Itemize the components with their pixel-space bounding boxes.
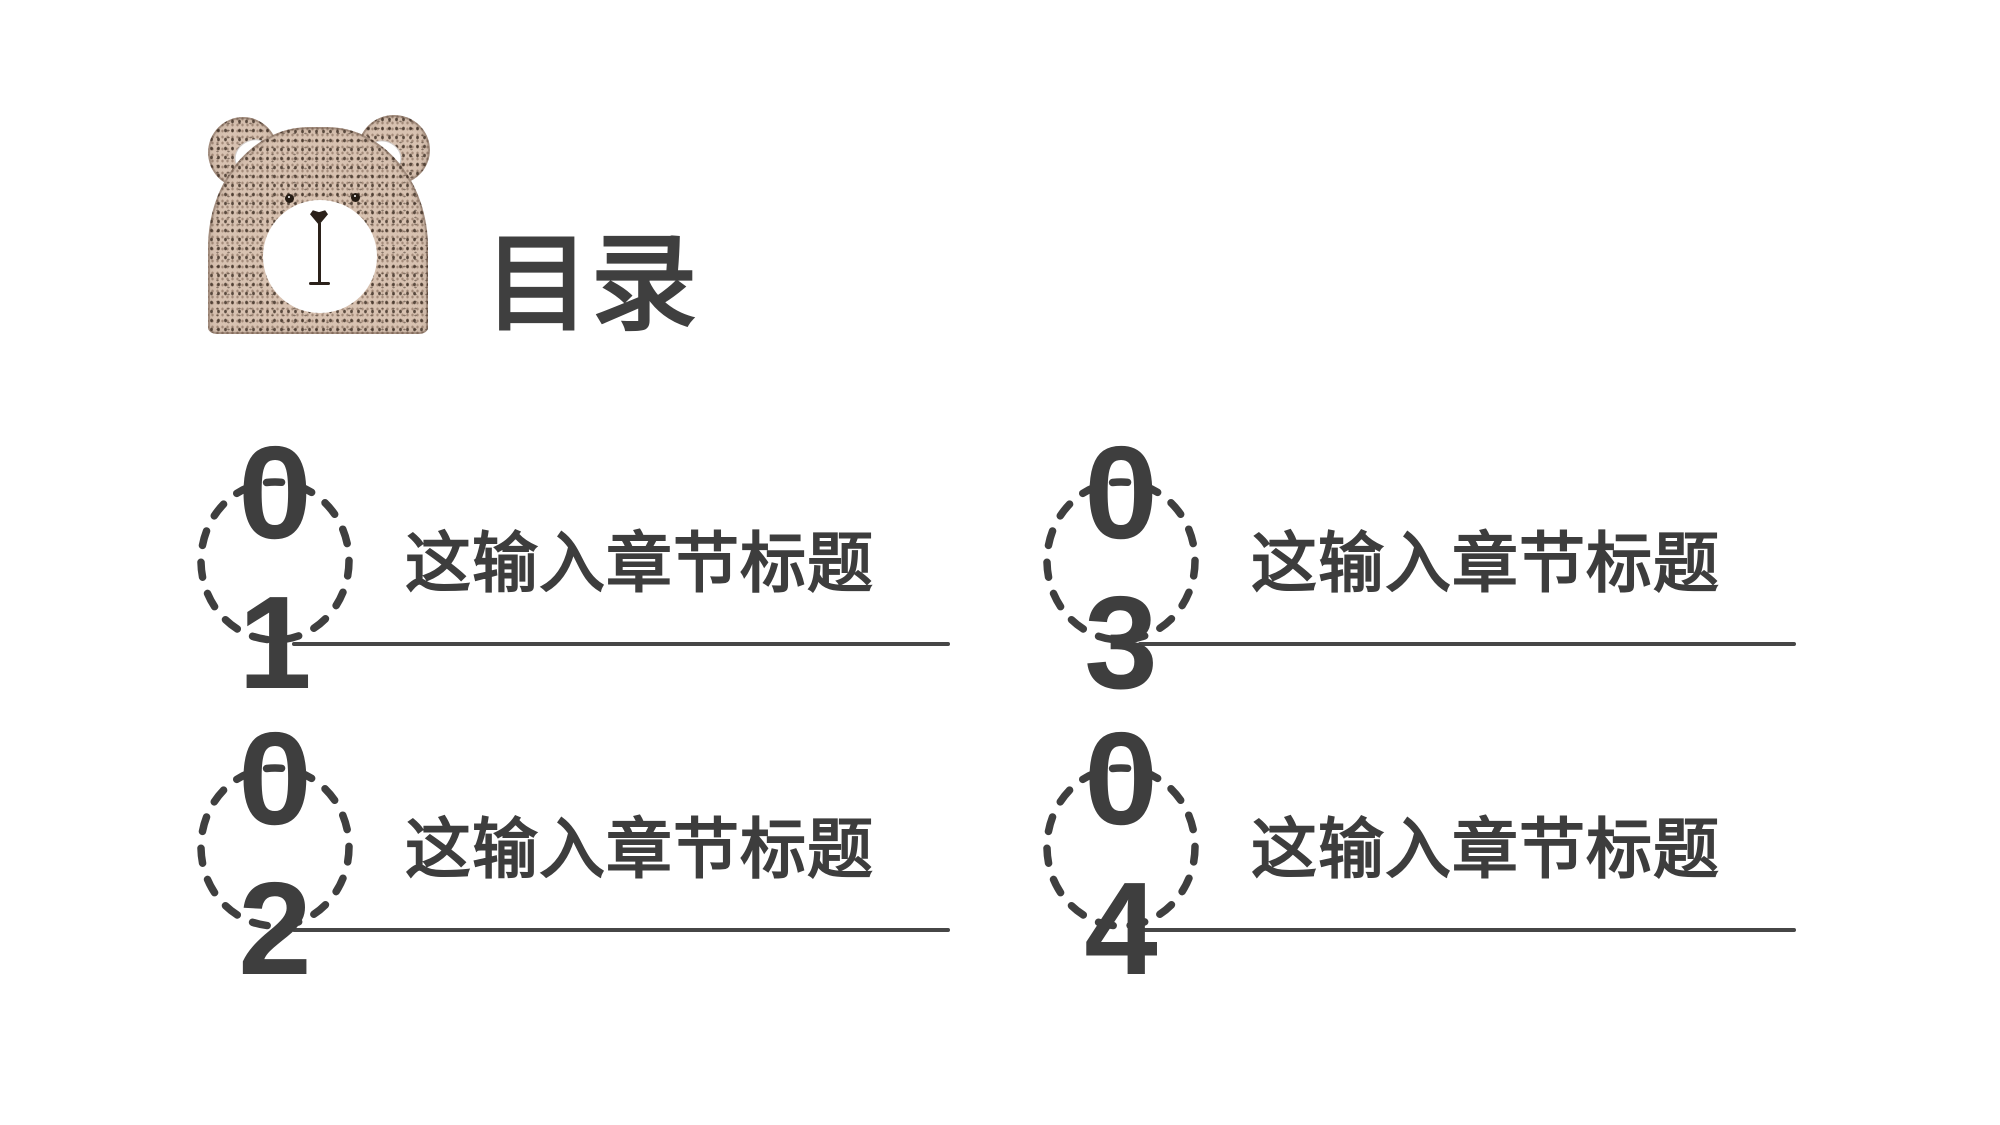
toc-item-number-bottom: 3 [1084,569,1158,716]
toc-item-underline [1138,928,1796,932]
toc-item-number-bottom: 4 [1084,855,1158,1002]
toc-item-underline [292,642,950,646]
toc-item-underline [292,928,950,932]
toc-item-number-top: 0 [1084,419,1158,566]
toc-item-label: 这输入章节标题 [405,812,874,886]
teddy-bear-illustration [206,110,432,334]
dashed-circle-icon [1043,478,1199,644]
toc-item-underline [1138,642,1796,646]
toc-item-number-top: 0 [1084,705,1158,852]
dashed-circle-icon [1043,764,1199,930]
bear-right-eye [351,193,360,202]
toc-item-number-bottom: 2 [238,855,312,1002]
dashed-circle-icon [197,764,353,930]
page-title: 目录 [484,226,698,344]
toc-item-label: 这输入章节标题 [405,526,874,600]
toc-item-label: 这输入章节标题 [1251,526,1720,600]
bear-mouth [309,223,330,285]
toc-item-number-top: 0 [238,419,312,566]
toc-item-number-bottom: 1 [238,569,312,716]
dashed-circle-icon [197,478,353,644]
toc-item-label: 这输入章节标题 [1251,812,1720,886]
bear-left-eye [285,194,294,203]
toc-item-number-top: 0 [238,705,312,852]
